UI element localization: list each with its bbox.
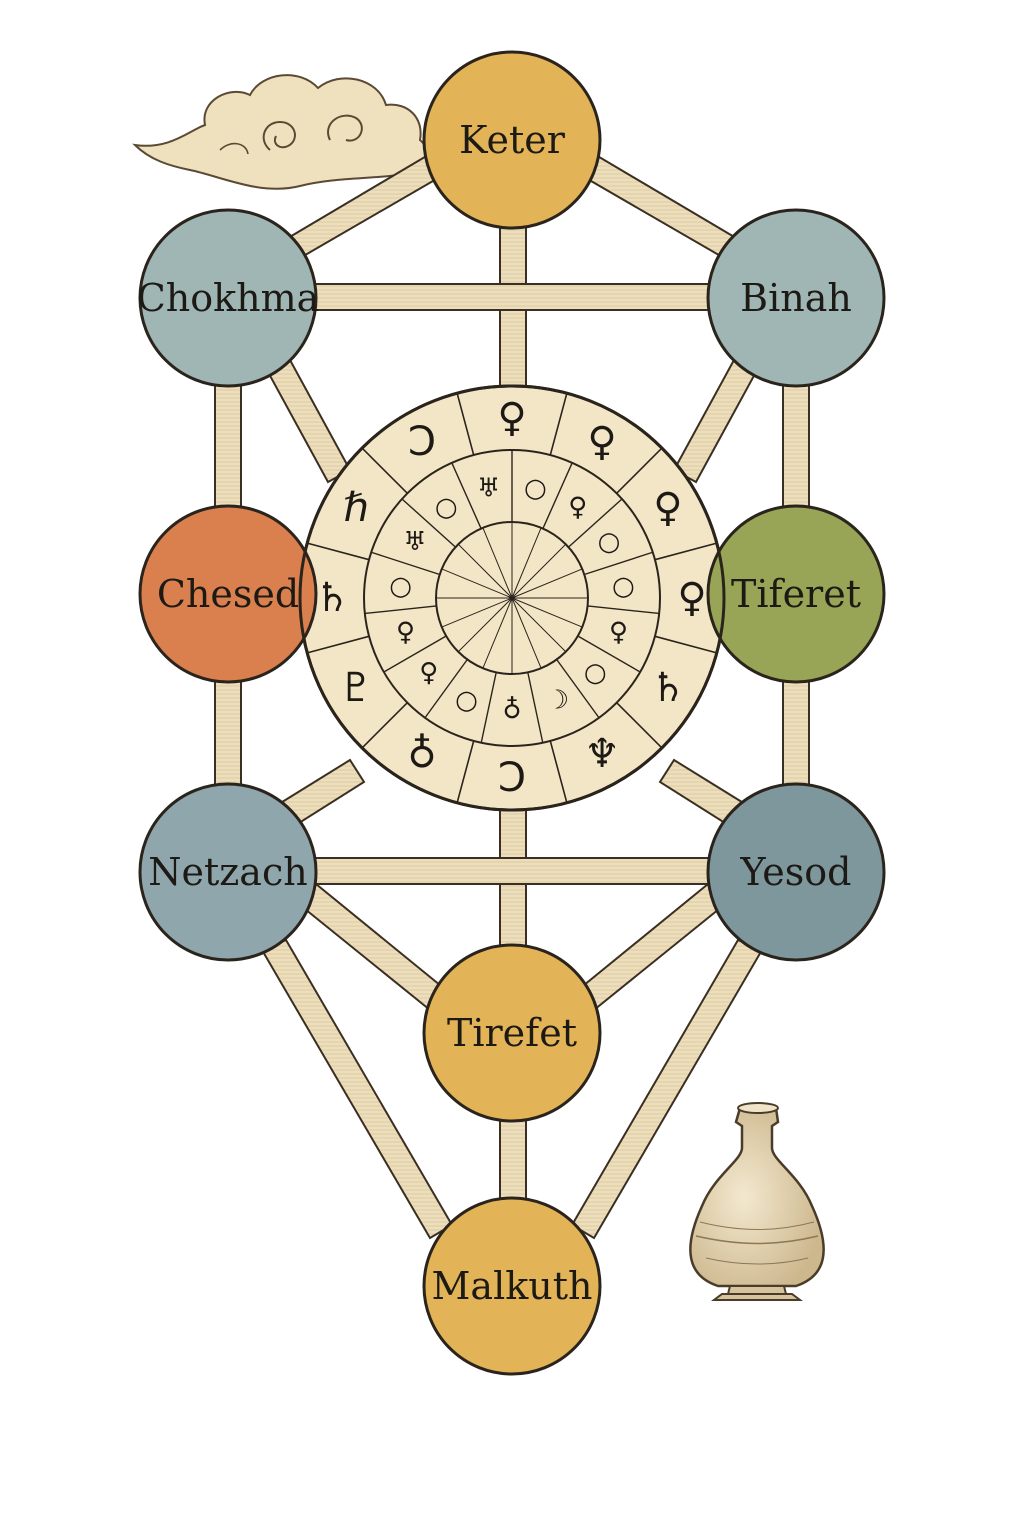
sephirah-tiferet[interactable]: Tiferet — [706, 504, 886, 684]
sephirah-chesed-label: Chesed — [157, 572, 299, 616]
wheel-inner-spoke — [511, 597, 583, 628]
wheel-inner-glyph: ○ — [524, 473, 547, 503]
wheel-inner-glyph: ♀ — [396, 618, 415, 648]
wheel-inner-spoke — [511, 568, 583, 599]
wheel-outer-spoke — [361, 447, 408, 494]
wheel-outer-glyph: ♄ — [314, 575, 350, 621]
wheel-outer-glyph: ♇ — [338, 665, 374, 711]
wheel-inner-glyph: ○ — [598, 527, 621, 557]
wheel-middle-spoke — [568, 498, 623, 548]
wheel-outer-spoke — [361, 702, 408, 749]
wheel-outer-spoke — [654, 542, 717, 561]
wheel-middle-spoke — [527, 672, 544, 743]
sephirah-chokhma[interactable]: Chokhma — [137, 208, 320, 388]
wheel-middle-spoke — [556, 659, 600, 719]
wheel-middle-spoke — [542, 462, 573, 529]
wheel-inner-glyph: ♁ — [502, 695, 521, 725]
wheel-inner-glyph: ○ — [455, 685, 478, 715]
wheel-outer-spoke — [456, 393, 475, 456]
wheel-outer-glyph: Ↄ — [498, 755, 526, 801]
sephirah-tirefet[interactable]: Tirefet — [422, 943, 602, 1123]
wheel-middle-spoke — [401, 498, 456, 548]
sephirah-chokhma-label: Chokhma — [137, 276, 320, 320]
wheel-outer-glyph: ♆ — [584, 731, 620, 777]
wheel-middle-spoke — [424, 659, 468, 719]
wheel-inner-glyph: ♀ — [568, 492, 587, 522]
sephirah-netzach[interactable]: Netzach — [138, 782, 318, 962]
wheel-middle-spoke — [383, 635, 447, 673]
wheel-outer-glyph: ♀ — [497, 395, 526, 441]
wheel-inner-glyph: ♀ — [419, 658, 438, 688]
wheel-inner-spoke — [441, 597, 513, 628]
wheel-inner-spoke — [511, 597, 567, 653]
wheel-outer-spoke — [616, 702, 663, 749]
wheel-outer-spoke — [549, 740, 568, 803]
wheel-outer-spoke — [654, 635, 717, 654]
wheel-outer-glyph: Ↄ — [408, 419, 436, 465]
wheel-middle-spoke — [480, 672, 497, 743]
wheel-inner-spoke — [511, 527, 542, 599]
wheel-outer-glyph: ♄ — [650, 665, 686, 711]
wheel-inner-spoke — [482, 597, 513, 669]
wheel-outer-glyph: ♁ — [407, 731, 436, 777]
wheel-middle-spoke — [451, 462, 482, 529]
wheel-inner-spoke — [511, 597, 542, 669]
wheel-outer-spoke — [456, 740, 475, 803]
wheel-inner-spoke — [441, 568, 513, 599]
wheel-outer-spoke — [549, 393, 568, 456]
wheel-inner-spoke — [482, 527, 513, 599]
wheel-outer-spoke — [616, 447, 663, 494]
wheel-middle-spoke — [587, 605, 660, 615]
sephirah-chesed[interactable]: Chesed — [138, 504, 318, 684]
wheel-inner-glyph: ○ — [612, 571, 635, 601]
wheel-inner-glyph: ○ — [389, 571, 412, 601]
wheel-rim — [298, 384, 726, 812]
wheel-outer-spoke — [307, 635, 370, 654]
wheel-outer-spoke — [307, 542, 370, 561]
sephirah-keter[interactable]: Keter — [422, 50, 602, 230]
wheel-inner-glyph: ♅ — [403, 527, 426, 557]
wheel-inner-glyph: ○ — [584, 658, 607, 688]
wheel-inner-glyph: ♅ — [477, 473, 500, 503]
sephirah-binah[interactable]: Binah — [706, 208, 886, 388]
sephirah-tirefet-label: Tirefet — [447, 1011, 577, 1055]
wheel-inner-glyph: ☽ — [546, 685, 569, 715]
wheel-outer-glyph: ℏ — [343, 485, 368, 531]
cloud-icon — [132, 74, 429, 190]
zodiac-wheel: ♀♀♀♀♄♆Ↄ♁♇♄ℏↃ ○♀○○♀○☽♁○♀♀○♅○♅ — [298, 384, 726, 812]
wheel-inner-spoke — [457, 543, 513, 599]
wheel-middle-spoke — [577, 635, 641, 673]
vase-icon — [689, 1102, 825, 1301]
wheel-inner-spoke — [457, 597, 513, 653]
wheel-outer-glyph: ♀ — [677, 575, 706, 621]
sephirah-netzach-label: Netzach — [148, 850, 307, 894]
sephirah-binah-label: Binah — [740, 276, 852, 320]
wheel-inner-glyph: ○ — [435, 492, 458, 522]
sephirah-malkuth-label: Malkuth — [432, 1264, 593, 1308]
wheel-middle-spoke — [584, 551, 653, 576]
wheel-middle-spoke — [364, 605, 437, 615]
sephirah-keter-label: Keter — [459, 118, 566, 162]
sephirah-yesod-label: Yesod — [740, 850, 852, 894]
sephirah-yesod[interactable]: Yesod — [706, 782, 886, 962]
sephirah-malkuth[interactable]: Malkuth — [422, 1196, 602, 1376]
wheel-inner-spoke — [511, 543, 567, 599]
wheel-outer-glyph: ♀ — [653, 485, 682, 531]
wheel-inner-glyph: ♀ — [609, 618, 628, 648]
sephirah-tiferet-label: Tiferet — [731, 572, 861, 616]
wheel-middle-spoke — [371, 551, 440, 576]
wheel-outer-glyph: ♀ — [587, 419, 616, 465]
